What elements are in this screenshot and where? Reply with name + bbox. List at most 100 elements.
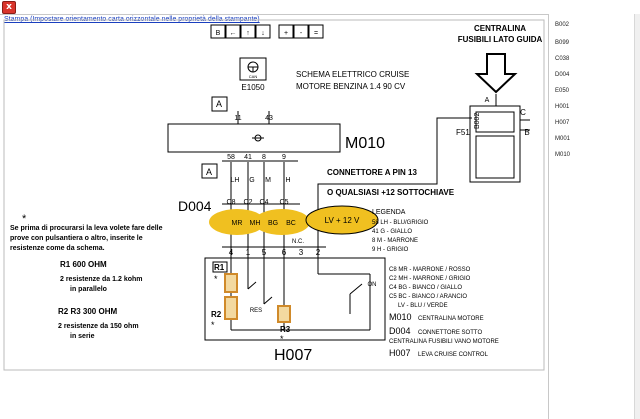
nav-button-equal[interactable] bbox=[308, 24, 324, 39]
legenda-line-8: 8 M - MARRONE bbox=[372, 238, 418, 244]
f51-label: F51 bbox=[456, 128, 470, 137]
sidebar-item-b002[interactable]: B002 bbox=[555, 22, 570, 28]
legenda-line-9: 9 H - GRIGIO bbox=[372, 247, 409, 253]
m010-box bbox=[167, 123, 341, 153]
h007-pin-6: 6 bbox=[282, 248, 287, 257]
wire-label-m: M bbox=[265, 177, 271, 184]
schema-title-1: SCHEMA ELETTRICO CRUISE bbox=[296, 70, 409, 79]
centralina-line2: FUSIBILI LATO GUIDA bbox=[458, 35, 543, 44]
schema-title-2: MOTORE BENZINA 1.4 90 CV bbox=[296, 82, 406, 91]
wire-label-g: G bbox=[249, 177, 254, 184]
r3-box-label: R3 bbox=[280, 325, 291, 334]
legenda-m010-desc: CENTRALINA MOTORE bbox=[418, 316, 484, 322]
oval-label-mh: MH bbox=[250, 220, 261, 227]
box-a-top-label: A bbox=[216, 99, 222, 109]
wire-label-h: H bbox=[285, 177, 290, 184]
m010-label: M010 bbox=[345, 135, 385, 152]
r1-title: R1 600 OHM bbox=[60, 260, 107, 269]
legenda-m010-code: M010 bbox=[389, 312, 412, 322]
res-label: RES bbox=[250, 308, 262, 314]
box-a-bottom-label: A bbox=[206, 167, 212, 177]
nav-left-label: ← bbox=[230, 30, 237, 37]
r1-box-label: R1 bbox=[214, 263, 225, 272]
e1050-label: E1050 bbox=[241, 83, 265, 92]
nav-minus-label: - bbox=[300, 30, 303, 37]
h007-pin-4: 4 bbox=[229, 248, 234, 257]
legenda-line-c8: C8 MR - MARRONE / ROSSO bbox=[389, 267, 471, 273]
h007-pin-1: 1 bbox=[246, 248, 251, 257]
resistor-r2 bbox=[224, 296, 238, 320]
oval-label-bc: BC bbox=[286, 220, 296, 227]
c-pin-c8: C8 bbox=[227, 199, 236, 206]
r2-box-label: R2 bbox=[211, 310, 222, 319]
fuse-b-label: B bbox=[524, 128, 529, 137]
steering-icon bbox=[247, 61, 259, 73]
sidebar-item-m010[interactable]: M010 bbox=[555, 152, 571, 158]
legenda-line-c4: C4 BG - BIANCO / GIALLO bbox=[389, 285, 462, 291]
connettore-line2: O QUALSIASI +12 SOTTOCHIAVE bbox=[327, 188, 455, 197]
h007-box bbox=[204, 257, 386, 341]
c-pin-c2: C2 bbox=[244, 199, 253, 206]
nav-button-minus[interactable] bbox=[293, 24, 309, 39]
sidebar-item-m001[interactable]: M001 bbox=[555, 136, 571, 142]
legenda-line-c2: C2 MH - MARRONE / GRIGIO bbox=[389, 276, 471, 282]
r2-asterisk: * bbox=[211, 320, 215, 330]
nav-button-left[interactable] bbox=[225, 24, 241, 39]
oval-mr bbox=[209, 209, 265, 235]
legenda-d004-desc-1: CONNETTORE SOTTO bbox=[418, 330, 482, 336]
pin-11-label: 11 bbox=[234, 115, 241, 122]
close-icon[interactable]: x bbox=[2, 1, 16, 14]
note-line-3: resistenze come da schema. bbox=[10, 245, 105, 252]
h007-pin-5: 5 bbox=[262, 248, 267, 257]
sidebar-item-e050[interactable]: E050 bbox=[555, 88, 570, 94]
connector-pin-41: 41 bbox=[244, 154, 252, 161]
sidebar-item-d004[interactable]: D004 bbox=[555, 72, 570, 78]
legenda-line-c5: C5 BC - BIANCO / ARANCIO bbox=[389, 294, 467, 300]
r1-desc-1: 2 resistenze da 1.2 kohm bbox=[60, 276, 142, 283]
window-titlebar: x bbox=[0, 0, 640, 15]
can-label: CAN bbox=[249, 74, 258, 79]
connector-pin-8: 8 bbox=[262, 154, 266, 161]
legenda-h007-code: H007 bbox=[389, 348, 411, 358]
nav-button-b[interactable] bbox=[210, 24, 226, 39]
oval-label-bg: BG bbox=[268, 220, 278, 227]
resistor-r1 bbox=[224, 273, 238, 293]
legenda-h007-desc: LEVA CRUISE CONTROL bbox=[418, 352, 489, 358]
sidebar-item-c038[interactable]: C038 bbox=[555, 56, 570, 62]
nav-up-label: ↑ bbox=[246, 30, 250, 37]
b002-label: B002 bbox=[474, 113, 481, 129]
note-line-1: Se prima di procurarsi la leva volete fa… bbox=[10, 225, 163, 232]
connector-pin-58: 58 bbox=[227, 154, 235, 161]
diagram-frame bbox=[3, 19, 545, 371]
oval-lv bbox=[305, 205, 379, 235]
nav-button-down[interactable] bbox=[255, 24, 271, 39]
legenda-line-58: 58 LH - BLU/GRIGIO bbox=[372, 220, 429, 226]
e1050-icon-box bbox=[239, 57, 267, 81]
note-line-2: prove con pulsantiera o altro, inserite … bbox=[10, 235, 143, 242]
sidebar-item-h001[interactable]: H001 bbox=[555, 104, 570, 110]
sidebar-item-b099[interactable]: B099 bbox=[555, 40, 570, 46]
fuse-box-outline bbox=[469, 105, 521, 183]
nav-plus-label: + bbox=[284, 30, 288, 37]
resistor-r3 bbox=[277, 305, 291, 323]
connector-icon bbox=[252, 134, 264, 142]
lv-label: LV + 12 V bbox=[325, 216, 360, 225]
nav-button-plus[interactable] bbox=[278, 24, 294, 39]
nav-button-up[interactable] bbox=[240, 24, 256, 39]
component-sidebar: B002 B099 C038 D004 E050 H001 H007 M001 … bbox=[548, 14, 640, 419]
legenda-line-41: 41 G - GIALLO bbox=[372, 229, 412, 235]
nav-down-label: ↓ bbox=[261, 30, 265, 37]
diagram-nav-buttons bbox=[210, 24, 324, 39]
on-label: ON bbox=[368, 282, 377, 288]
legenda-line-lv: LV - BLU / VERDE bbox=[398, 303, 448, 309]
legenda-d004-code: D004 bbox=[389, 326, 411, 336]
r2r3-title: R2 R3 300 OHM bbox=[58, 307, 117, 316]
c-pin-c5: C5 bbox=[280, 199, 289, 206]
r2r3-desc-1: 2 resistenze da 150 ohm bbox=[58, 323, 139, 330]
r1-desc-2: in parallelo bbox=[70, 286, 107, 293]
nav-b-label: B bbox=[216, 30, 221, 37]
h007-label: H007 bbox=[274, 347, 312, 364]
sidebar-scrollbar[interactable] bbox=[634, 14, 640, 419]
sidebar-item-h007[interactable]: H007 bbox=[555, 120, 570, 126]
d004-label: D004 bbox=[178, 198, 212, 214]
